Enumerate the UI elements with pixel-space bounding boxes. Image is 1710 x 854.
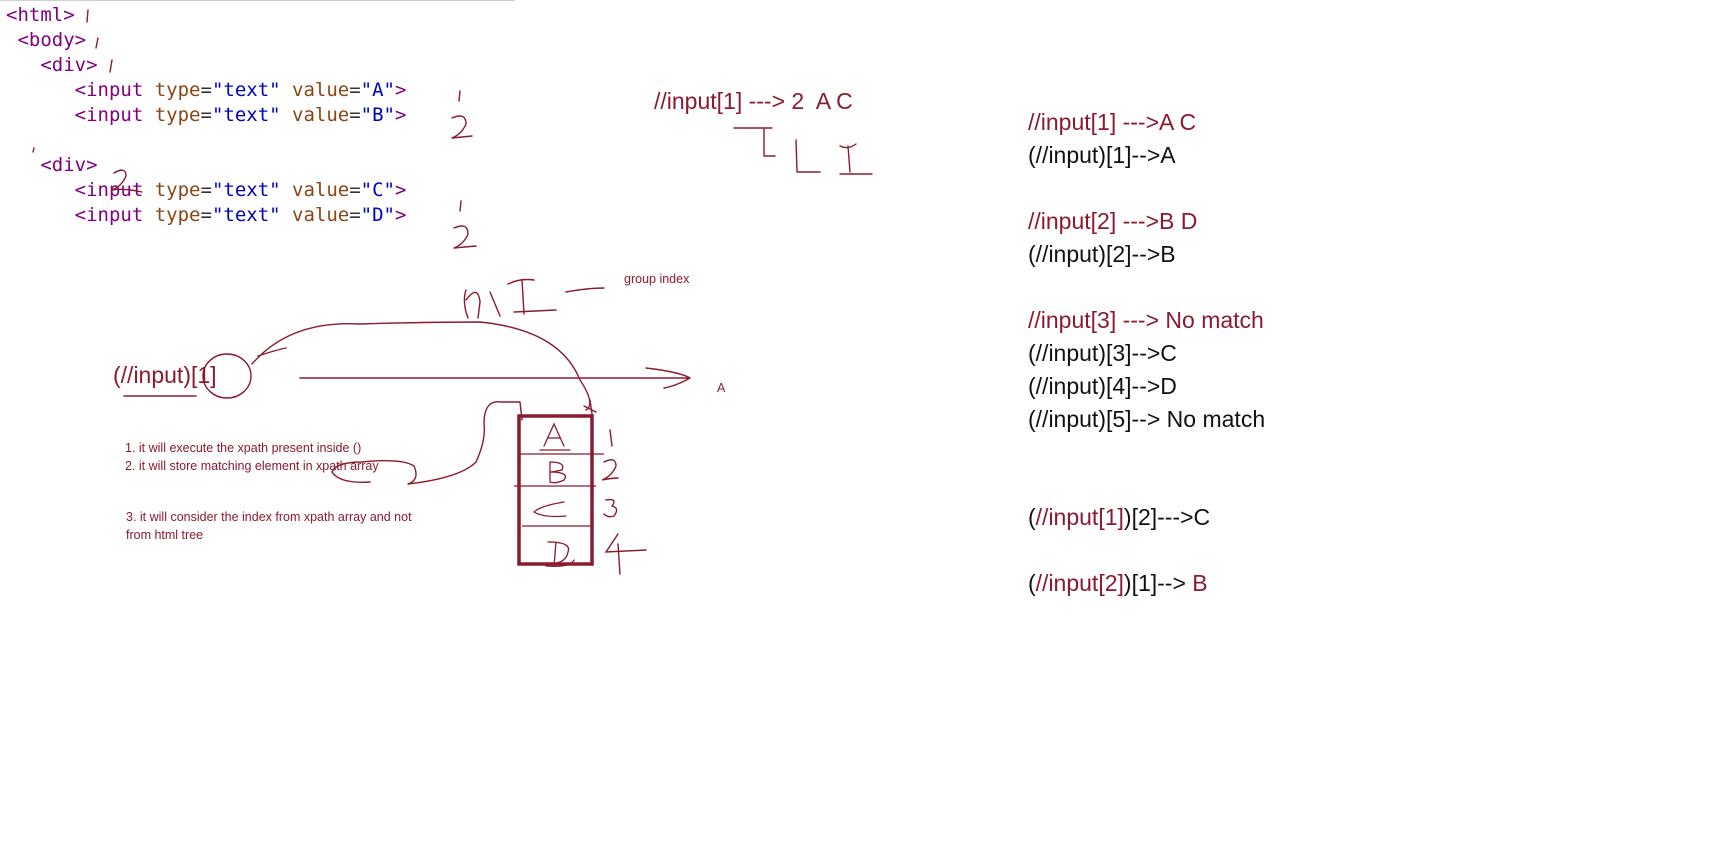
code-line-div-1: <div> [40, 54, 98, 76]
mark-top-1 [733, 127, 776, 157]
mark-c-index [459, 200, 462, 212]
right-line-4: (//input)[2]-->B [1028, 241, 1176, 267]
mark-d-index [453, 225, 477, 249]
right-line-5: //input[3] ---> No match [1028, 307, 1264, 333]
code-line-input-c: <input type="text" value="C"> [74, 179, 407, 201]
code-line-body: <body> [17, 29, 87, 51]
note-4: from html tree [126, 528, 204, 542]
code-line-html: <html> [6, 4, 75, 26]
code-line-div-2: <div> [40, 154, 98, 176]
right-line-6: (//input)[3]-->C [1028, 340, 1177, 366]
right-line-2: (//input)[1]-->A [1028, 142, 1176, 168]
code-line-input-a: <input type="text" value="A"> [74, 79, 407, 101]
arrow-to-result [299, 367, 691, 389]
arrow-result-a: A [717, 381, 726, 395]
code-line-input-d: <input type="text" value="D"> [74, 204, 407, 226]
group-index-scribble [463, 278, 557, 319]
note-3: 3. it will consider the index from xpath… [126, 510, 412, 524]
right-line-1: //input[1] --->A C [1028, 109, 1197, 135]
top-divider [0, 0, 515, 1]
mark-a-index [458, 90, 461, 102]
right-line-7: (//input)[4]-->D [1028, 373, 1177, 399]
note-2: 2. it will store matching element in xpa… [125, 459, 379, 473]
note-1: 1. it will execute the xpath present ins… [125, 441, 362, 455]
mark-body [95, 37, 99, 49]
code-line-input-b: <input type="text" value="B"> [74, 104, 407, 126]
mark-top-3 [839, 143, 873, 175]
right-line-8: (//input)[5]--> No match [1028, 406, 1266, 432]
group-index-leader [565, 287, 605, 293]
top-expression: //input[1] ---> 2 A C [654, 88, 853, 114]
arc-arrowhead [583, 399, 597, 415]
mark-html [86, 9, 89, 23]
mark-div1 [109, 59, 113, 73]
mark-top-2 [795, 139, 821, 173]
group-index-label: group index [624, 272, 690, 286]
mark-b-index [451, 115, 473, 139]
right-line-3: //input[2] --->B D [1028, 208, 1198, 234]
right-line-10: (//input[2])[1]--> B [1028, 570, 1208, 596]
arc-to-array [251, 321, 591, 411]
right-line-9: (//input[1])[2]--->C [1028, 504, 1211, 530]
tick-near-circle [257, 347, 287, 357]
xpath-expression: (//input)[1] [113, 362, 217, 388]
